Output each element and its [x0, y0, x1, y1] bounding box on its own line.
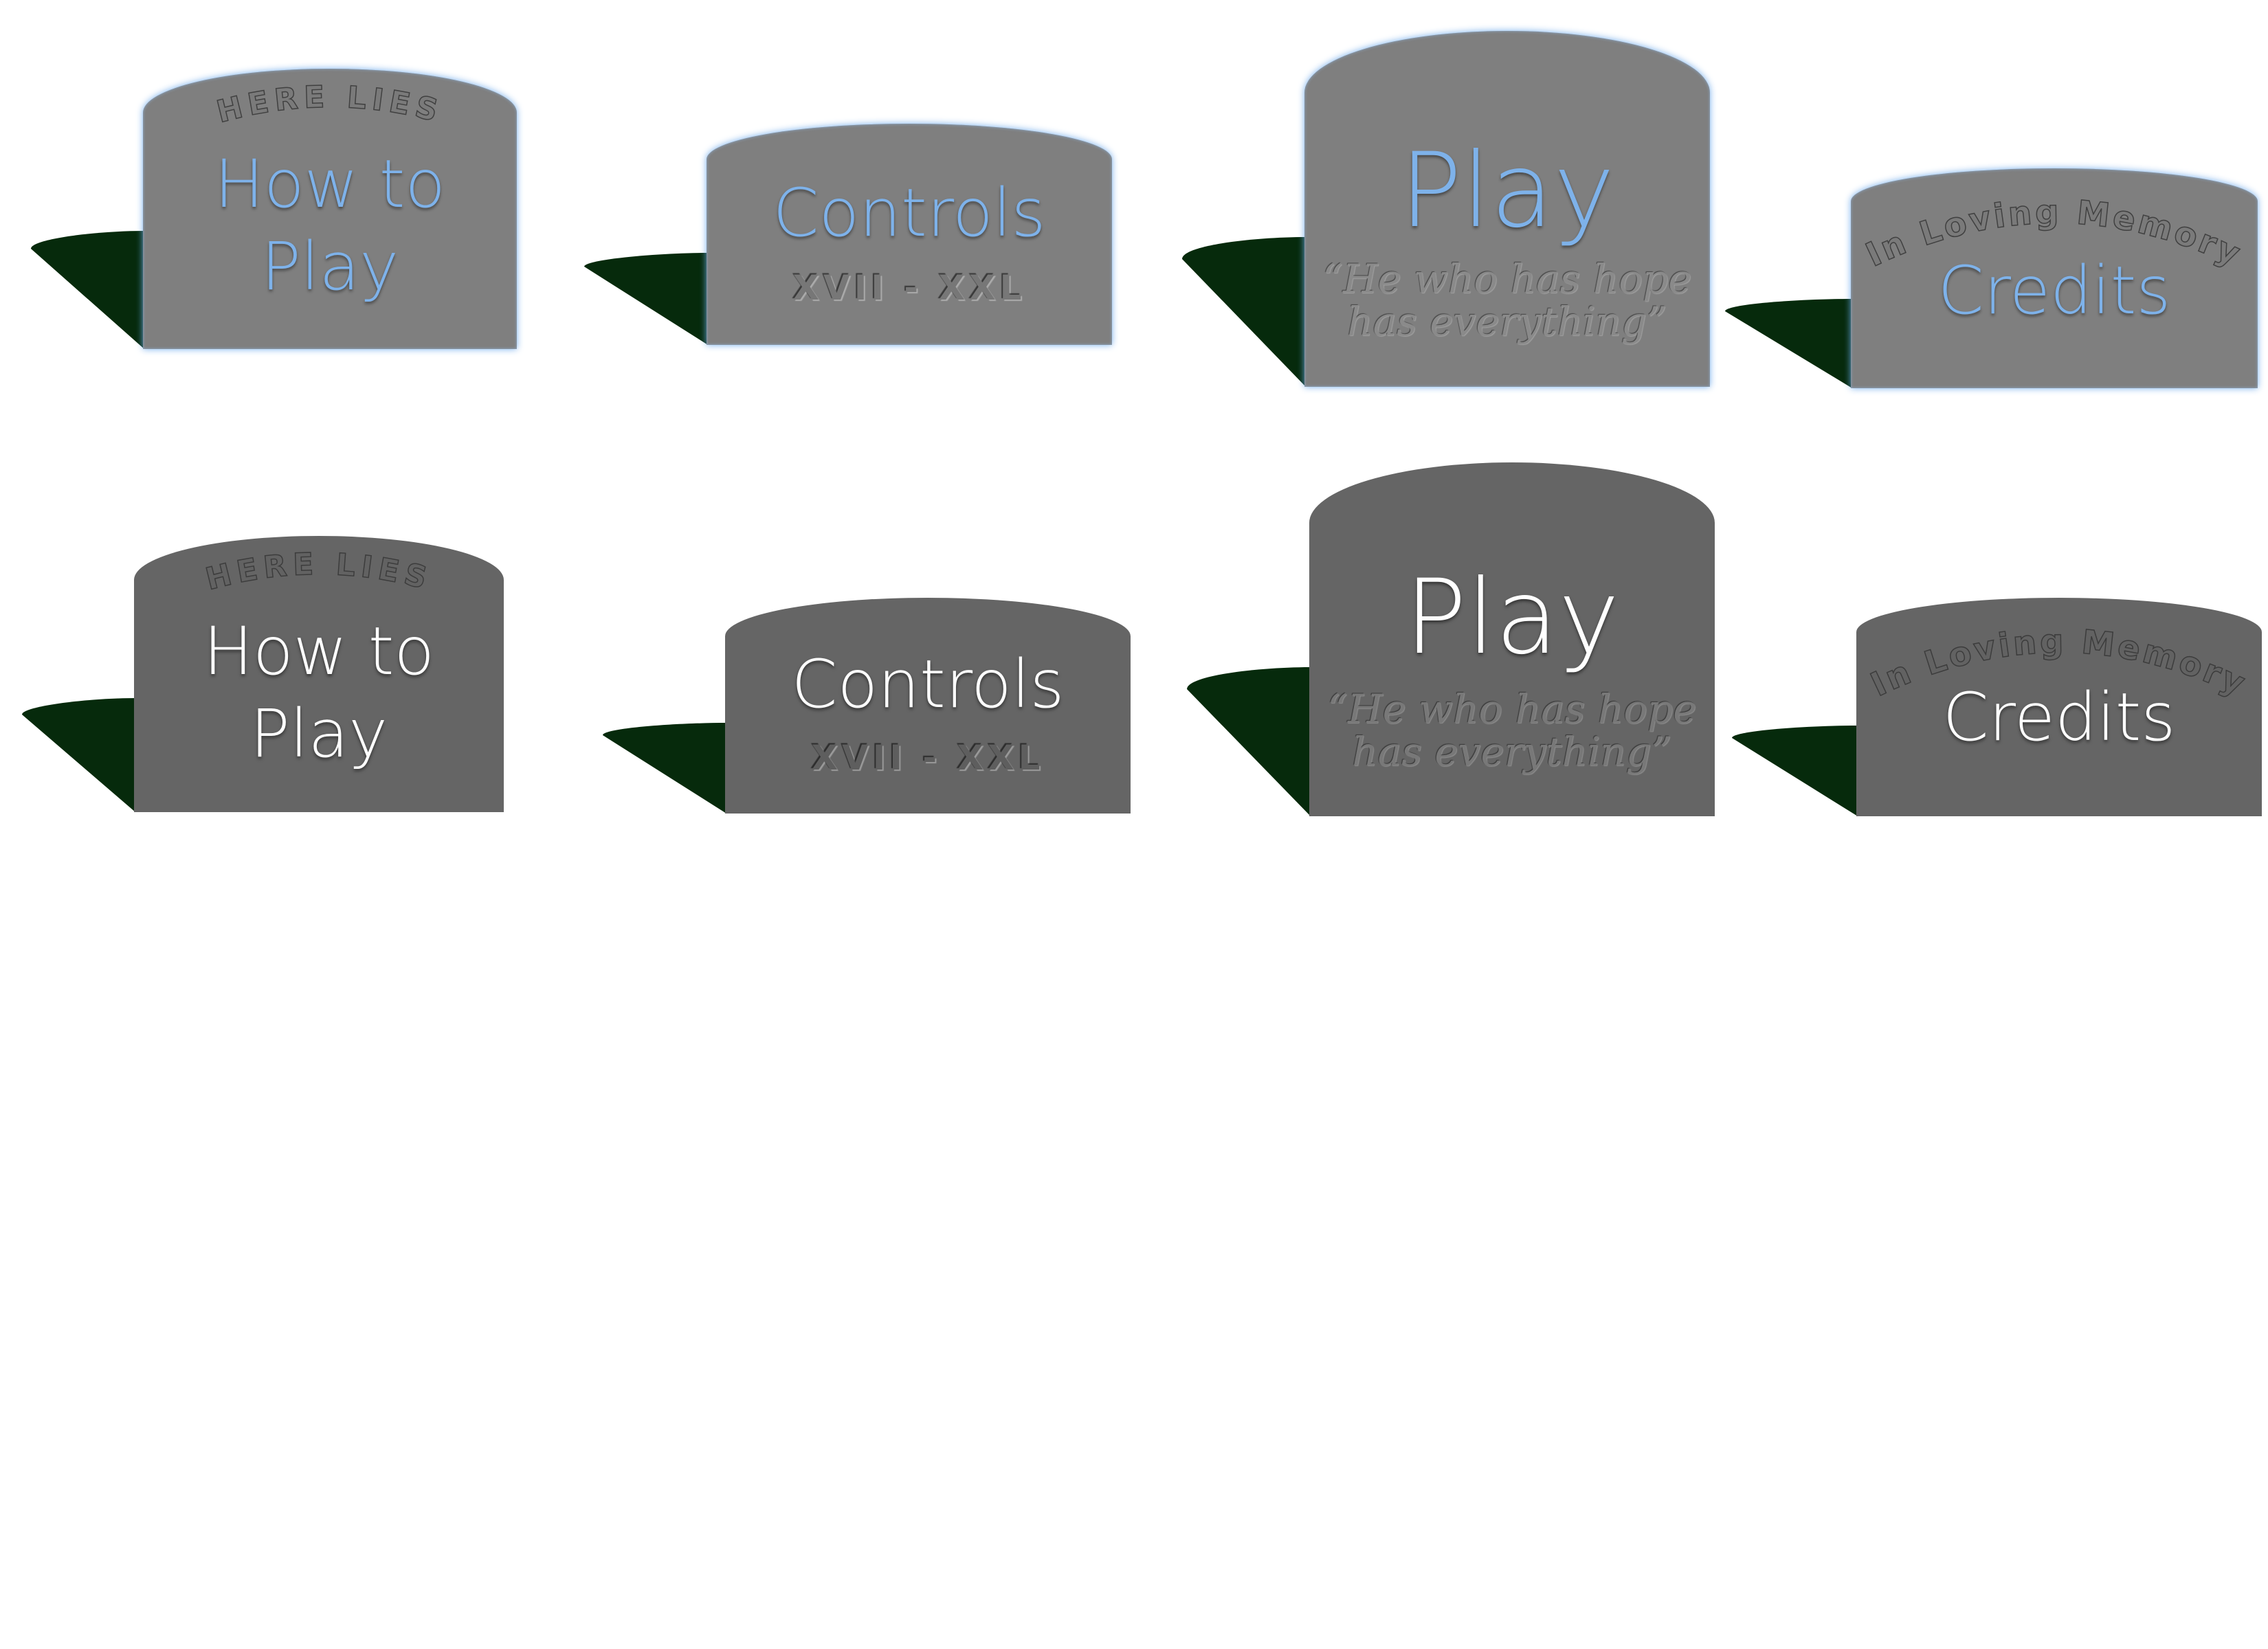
quote-line1: “He who has hope: [1322, 256, 1692, 302]
credits-button-hover[interactable]: In Loving Memory Credits: [1722, 168, 2261, 395]
controls-label: Controls: [772, 175, 1046, 251]
credits-label: Credits: [1942, 679, 2176, 756]
tombstone: In Loving Memory Credits: [1856, 598, 2262, 816]
svg-text:HERE LIES: HERE LIES: [202, 547, 436, 597]
label-line2: Play: [249, 695, 388, 772]
tombstone: Controls XVII - XXL: [725, 598, 1131, 814]
dates-text: XVII - XXL: [811, 738, 1045, 778]
epitaph-arc: In Loving Memory: [1865, 622, 2251, 705]
grave-shadow: [1182, 237, 1306, 387]
how-to-play-button-hover[interactable]: HERE LIES How to Play: [27, 69, 522, 357]
epitaph-arc: HERE LIES: [202, 546, 436, 598]
quote-line2: has everything”: [1347, 298, 1667, 345]
dates-text: XVII - XXL: [792, 268, 1026, 308]
tombstone: Play “He who has hope has everything”: [1309, 462, 1715, 816]
grave-shadow: [1187, 667, 1311, 816]
tombstone: Controls XVII - XXL: [707, 124, 1112, 345]
play-label: Play: [1399, 131, 1615, 251]
play-button-hover[interactable]: Play “He who has hope has everything”: [1179, 31, 1715, 392]
quote-line2: has everything”: [1352, 728, 1672, 775]
credits-label: Credits: [1937, 252, 2171, 329]
label-line2: Play: [260, 228, 399, 305]
tombstone: In Loving Memory Credits: [1851, 168, 2258, 388]
grave-shadow: [31, 231, 144, 349]
grave-shadow: [603, 723, 726, 814]
tombstone: HERE LIES How to Play: [143, 69, 517, 349]
tombstone: HERE LIES How to Play: [134, 536, 504, 812]
svg-text:HERE LIES: HERE LIES: [213, 80, 446, 130]
controls-button[interactable]: Controls XVII - XXL: [599, 598, 1135, 818]
label-line1: How to: [203, 613, 435, 690]
controls-button-hover[interactable]: Controls XVII - XXL: [581, 124, 1117, 350]
grave-shadow: [1732, 726, 1858, 816]
how-to-play-button[interactable]: HERE LIES How to Play: [19, 536, 513, 818]
quote-line1: “He who has hope: [1327, 686, 1697, 732]
grave-shadow: [22, 698, 135, 812]
controls-label: Controls: [791, 646, 1065, 723]
play-button[interactable]: Play “He who has hope has everything”: [1183, 462, 1720, 820]
grave-shadow: [1725, 299, 1852, 388]
epitaph-text: HERE LIES: [213, 79, 442, 131]
label-line1: How to: [214, 146, 446, 223]
play-label: Play: [1404, 558, 1620, 677]
credits-button[interactable]: In Loving Memory Credits: [1728, 598, 2265, 821]
epitaph-arc: HERE LIES: [213, 79, 446, 131]
epitaph-arc: In Loving Memory: [1860, 192, 2246, 275]
tombstone: Play “He who has hope has everything”: [1304, 31, 1710, 387]
epitaph-text: HERE LIES: [202, 546, 431, 598]
grave-shadow: [584, 253, 708, 345]
